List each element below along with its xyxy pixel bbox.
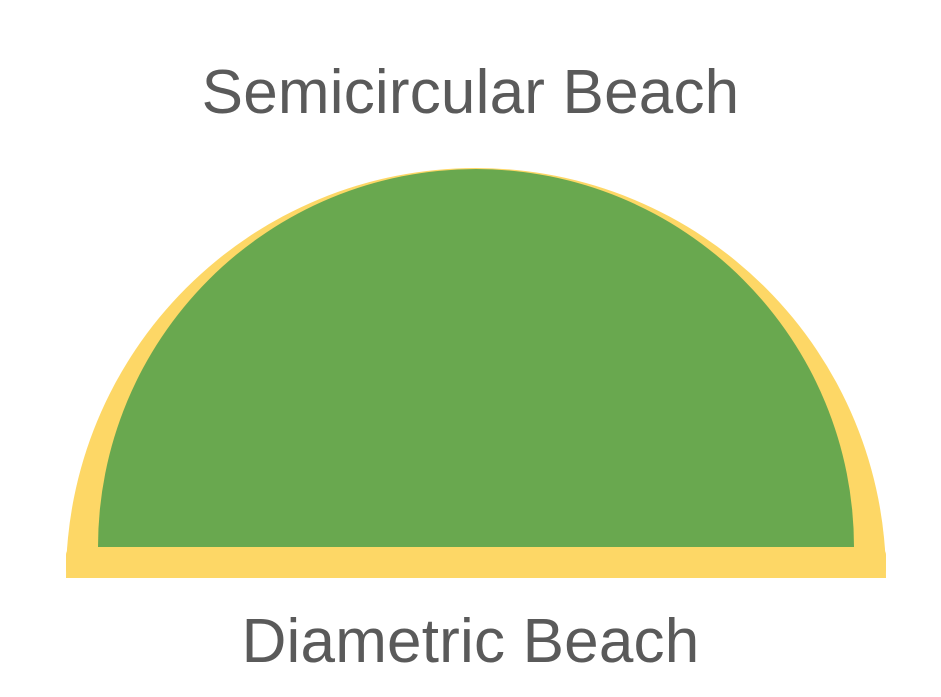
diametric-beach-sand xyxy=(66,547,886,578)
diametric-beach-label: Diametric Beach xyxy=(241,607,700,676)
semicircular-beach-label: Semicircular Beach xyxy=(201,58,740,127)
land-semicircle xyxy=(98,169,854,547)
